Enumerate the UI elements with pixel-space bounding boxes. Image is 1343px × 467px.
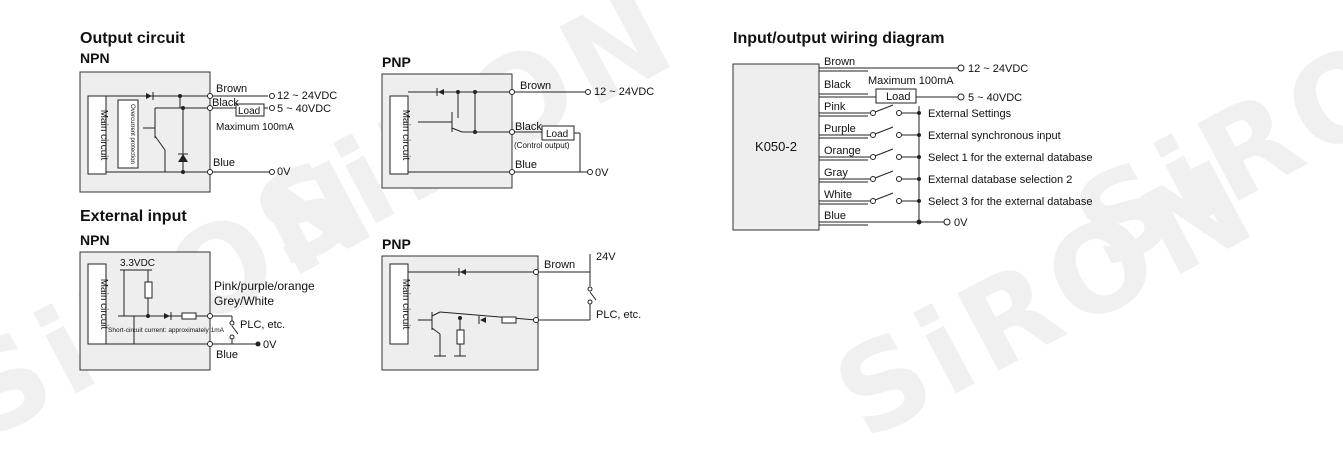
wire-description: 5 ~ 40VDC [968,92,1022,104]
switch-contact [896,132,902,138]
pnp-blue-label: Blue [515,159,537,171]
pnp-black-label: Black [515,121,542,133]
wiring-load-label: Load [886,91,910,103]
wiring-title: Input/output wiring diagram [733,30,945,47]
pnp-control-output: (Control output) [514,141,570,150]
pnp-input-brown-label: Brown [544,259,575,271]
junction [917,177,921,181]
input-blue-label: Blue [216,349,238,361]
junction [916,219,922,225]
wire-label: White [824,189,852,201]
external-input-title: External input [80,208,187,225]
input-wires-line1: Pink/purple/orange [214,279,315,293]
wire-label: Gray [824,167,848,179]
npn-blue-label: Blue [213,157,235,169]
input-npn-circuit: Main circuit 3.3VDC Short-circuit curren… [79,251,315,371]
wire-label: Orange [824,145,861,157]
junction [917,155,921,159]
wire-description: External synchronous input [928,130,1061,142]
terminal [957,64,965,72]
wire-description: 0V [954,217,968,229]
switch-lever [874,192,894,201]
wire-description: External Settings [928,108,1012,120]
pnp-brown-label: Brown [520,80,551,92]
pnp-ground-label: 0V [595,167,609,179]
switch-contact [870,198,876,204]
wire-label: Blue [824,210,846,222]
input-ground-label: 0V [263,339,277,351]
switch-contact [896,110,902,116]
npn-load-label: Load [238,106,260,117]
junction [917,199,921,203]
terminal [943,218,951,226]
pnp-load-label: Load [546,129,568,140]
switch-contact [896,154,902,160]
vdc-label: 3.3VDC [120,258,155,269]
pnp-input-supply: 24V [596,251,616,263]
wire-description: 12 ~ 24VDC [968,63,1028,75]
switch-contact [870,154,876,160]
terminal [957,93,965,101]
diagrams-canvas: Main circuit Overcurrent protection Brow… [79,56,1093,371]
switch-contact [870,176,876,182]
npn-load-voltage: 5 ~ 40VDC [277,103,331,115]
main-circuit-label: Main circuit [400,110,411,161]
switch-lever [874,148,894,157]
npn-supply-label: 12 ~ 24VDC [277,90,337,102]
junction [917,133,921,137]
switch-contact [870,132,876,138]
wire-description: Select 1 for the external database [928,152,1093,164]
wire-label: Purple [824,123,856,135]
pnp-input-plc: PLC, etc. [596,309,641,321]
wire-label: Brown [824,56,855,68]
switch-lever [874,170,894,179]
switch-lever [874,126,894,135]
switch-contact [896,176,902,182]
output-npn-circuit: Main circuit Overcurrent protection Brow… [79,71,337,193]
wiring-max-current: Maximum 100mA [868,75,954,87]
switch-contact [896,198,902,204]
npn-plc-label: PLC, etc. [240,319,285,331]
npn-ground-label: 0V [277,166,291,178]
output-circuit-title: Output circuit [80,30,185,47]
wiring-diagram: K050-2 Brown 12 ~ 24VDC Black 5 ~ 40VDC Pink… [732,56,1093,231]
npn-brown-label: Brown [216,83,247,95]
output-pnp-circuit: Main circuit Brown 12 ~ 24VDC Black Load… [381,73,654,189]
input-npn-label: NPN [80,232,110,248]
protection-label: Overcurrent protection [129,104,135,164]
switch-contact [870,110,876,116]
wire-label: Black [824,79,851,91]
device-label: K050-2 [755,139,797,154]
npn-max-current: Maximum 100mA [216,122,294,133]
wire-description: External database selection 2 [928,174,1072,186]
wire-description: Select 3 for the external database [928,196,1093,208]
main-circuit-label: Main circuit [98,110,109,161]
junction [917,111,921,115]
main-circuit-label: Main circuit [400,279,411,330]
input-pnp-label: PNP [382,236,411,252]
output-pnp-label: PNP [382,54,411,70]
wire-label: Pink [824,101,846,113]
output-npn-label: NPN [80,50,110,66]
input-pnp-circuit: Main circuit Brown 24V PLC, etc. [381,251,641,371]
short-circuit-label: Short-circuit current: approximately 1mA [108,327,225,334]
pnp-supply-label: 12 ~ 24VDC [594,86,654,98]
switch-lever [874,104,894,113]
input-wires-line2: Grey/White [214,294,274,308]
npn-black-label: Black [212,97,239,109]
main-circuit-label: Main circuit [98,279,109,330]
